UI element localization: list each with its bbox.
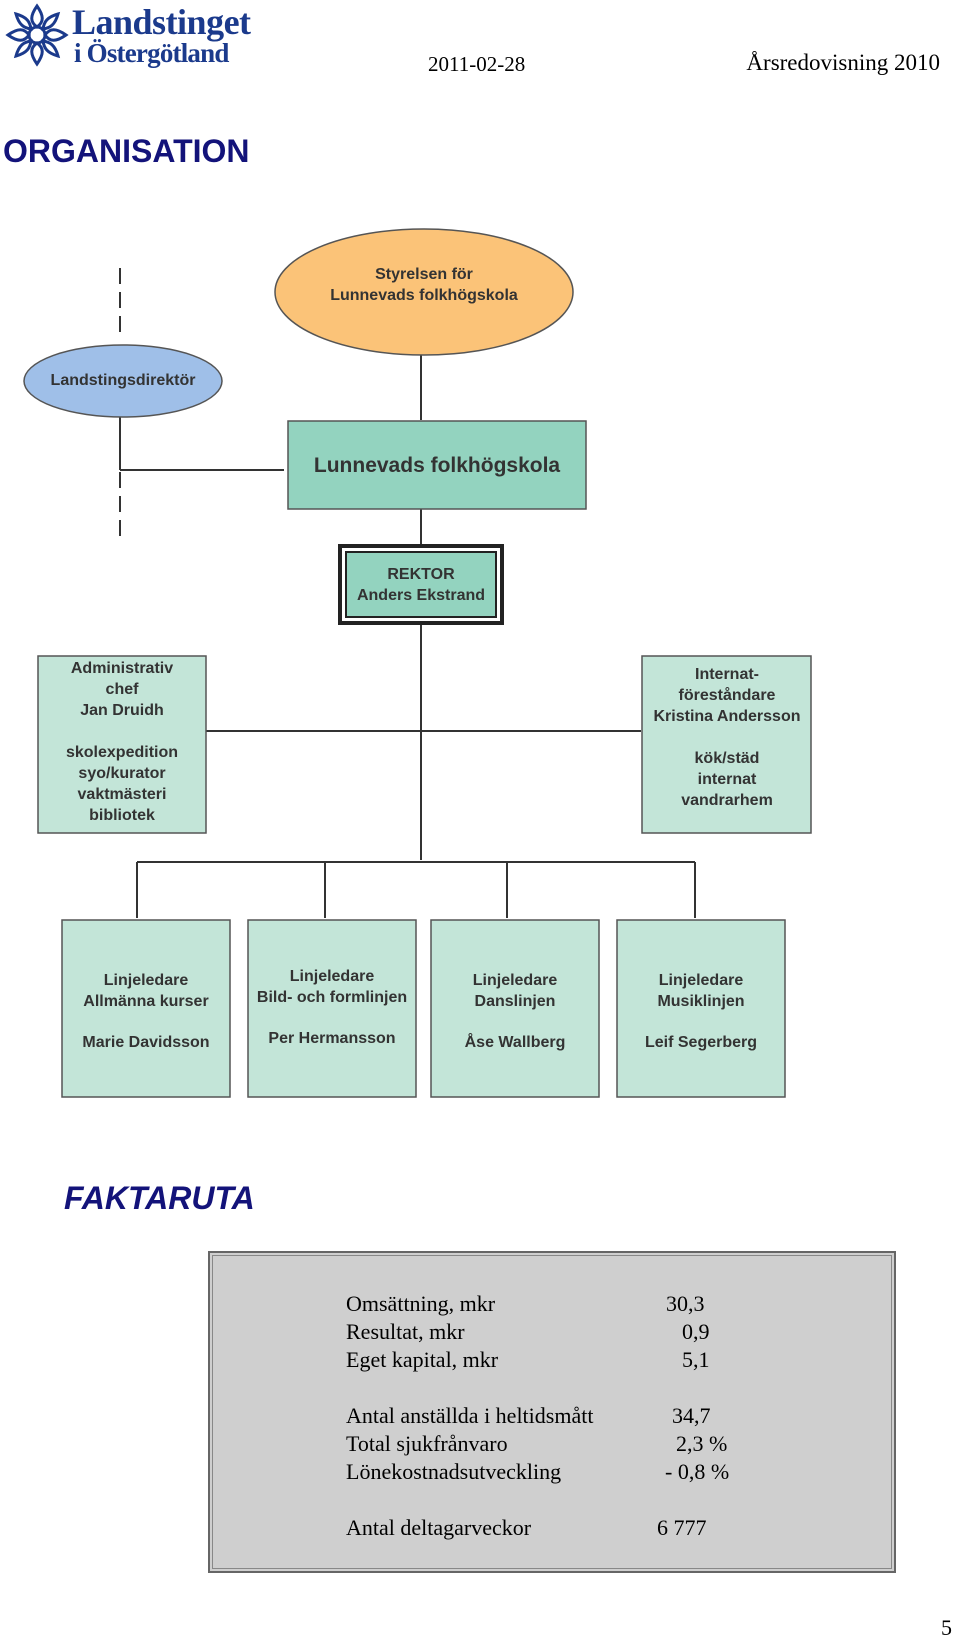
boarding-label-line: vandrarhem	[681, 792, 773, 809]
admin-label-line: skolexpedition	[65, 744, 179, 761]
line-leader-node	[616, 919, 786, 1098]
header-doc-title: Årsredovisning 2010	[746, 50, 940, 75]
principal-node	[345, 551, 497, 618]
header-date: 2011-02-28	[428, 52, 526, 76]
admin-label-line: Administrativ	[70, 660, 174, 677]
admin-label-line	[38, 721, 206, 742]
director-label: Landstingsdirektör	[24, 370, 222, 391]
line-leader-label: Linjeledare Bild- och formlinjen Per Her…	[243, 966, 421, 1049]
boarding-label-line: föreståndare	[678, 687, 776, 704]
school-node	[287, 420, 587, 510]
line-leader-line: Allmänna kurser	[83, 993, 209, 1010]
line-leader-label: Linjeledare Danslinjen Åse Wallberg	[431, 970, 599, 1053]
boarding-label: Internat- föreståndare Kristina Andersso…	[632, 664, 822, 811]
line-leader-name: Marie Davidsson	[82, 1034, 210, 1051]
boarding-label-line: Internat-	[695, 666, 759, 683]
page-title: ORGANISATION	[3, 133, 250, 169]
fact-label: Total sjukfrånvaro	[346, 1431, 508, 1456]
line-leader-name: Per Hermansson	[268, 1030, 396, 1047]
director-label-text: Landstingsdirektör	[50, 372, 196, 389]
admin-label-line: Jan Druidh	[80, 702, 164, 719]
school-label: Lunnevads folkhögskola	[288, 454, 586, 478]
logo: Landstinget i Östergötland	[0, 0, 300, 80]
line-leader-line: Bild- och formlinjen	[256, 989, 408, 1006]
boarding-label-line: Kristina Andersson	[653, 708, 801, 725]
boarding-label-line: kök/städ	[694, 750, 760, 767]
fact-label: Omsättning, mkr	[346, 1291, 496, 1316]
line-leader-title: Linjeledare	[289, 968, 375, 985]
fact-value: 30,3	[666, 1291, 705, 1316]
logo-text-line2: i Östergötland	[74, 38, 229, 68]
principal-label-line: Anders Ekstrand	[356, 587, 486, 604]
line-leader-name: Åse Wallberg	[464, 1034, 566, 1051]
fact-label: Lönekostnadsutveckling	[346, 1459, 562, 1484]
fact-label: Resultat, mkr	[346, 1319, 465, 1344]
boarding-label-line: internat	[697, 771, 757, 788]
fact-label: Antal deltagarveckor	[346, 1515, 532, 1540]
fact-value: 6 777	[657, 1515, 707, 1540]
board-node	[274, 228, 574, 356]
fact-label: Antal anställda i heltidsmått	[346, 1403, 594, 1428]
principal-label-line: REKTOR	[387, 566, 455, 583]
line-leader-label: Linjeledare Musiklinjen Leif Segerberg	[617, 970, 785, 1053]
line-leader-node	[430, 919, 600, 1098]
logo-emblem-icon	[5, 3, 69, 67]
facts-heading: FAKTARUTA	[64, 1180, 255, 1216]
line-leader-title: Linjeledare	[472, 972, 558, 989]
board-label-line: Styrelsen för	[375, 266, 473, 283]
admin-label-line: bibliotek	[89, 807, 155, 824]
fact-value: 34,7	[672, 1403, 711, 1428]
org-chart	[23, 228, 812, 1098]
line-leader-line: Musiklinjen	[657, 993, 745, 1010]
line-leader-name: Leif Segerberg	[644, 1034, 758, 1051]
principal-label: REKTOR Anders Ekstrand	[346, 564, 496, 606]
board-label-line: Lunnevads folkhögskola	[330, 287, 518, 304]
board-label: Styrelsen för Lunnevads folkhögskola	[275, 264, 573, 306]
admin-label: Administrativ chef Jan Druidh skolexpedi…	[38, 658, 206, 826]
line-leader-label: Linjeledare Allmänna kurser Marie Davids…	[62, 970, 230, 1053]
fact-value: 0,9	[682, 1319, 710, 1344]
fact-value: 5,1	[682, 1347, 710, 1372]
logo-text-line1: Landstinget	[72, 2, 251, 42]
facts-box: Omsättning, mkr 30,3 Resultat, mkr 0,9 E…	[208, 1251, 896, 1573]
line-leader-title: Linjeledare	[103, 972, 189, 989]
fact-value: 2,3 %	[676, 1431, 728, 1456]
admin-label-line: syo/kurator	[78, 765, 166, 782]
boarding-node	[641, 655, 812, 834]
school-label-text: Lunnevads folkhögskola	[313, 454, 561, 477]
line-leader-title: Linjeledare	[658, 972, 744, 989]
fact-value: - 0,8 %	[665, 1459, 730, 1484]
admin-label-line: chef	[105, 681, 139, 698]
director-node	[23, 344, 223, 418]
line-leader-node	[61, 919, 231, 1098]
line-leader-node	[247, 919, 417, 1098]
admin-node	[37, 655, 207, 834]
boarding-label-line	[632, 727, 822, 748]
admin-label-line: vaktmästeri	[77, 786, 167, 803]
line-leader-line: Danslinjen	[474, 993, 556, 1010]
fact-label: Eget kapital, mkr	[346, 1347, 499, 1372]
page-number: 5	[941, 1615, 952, 1640]
